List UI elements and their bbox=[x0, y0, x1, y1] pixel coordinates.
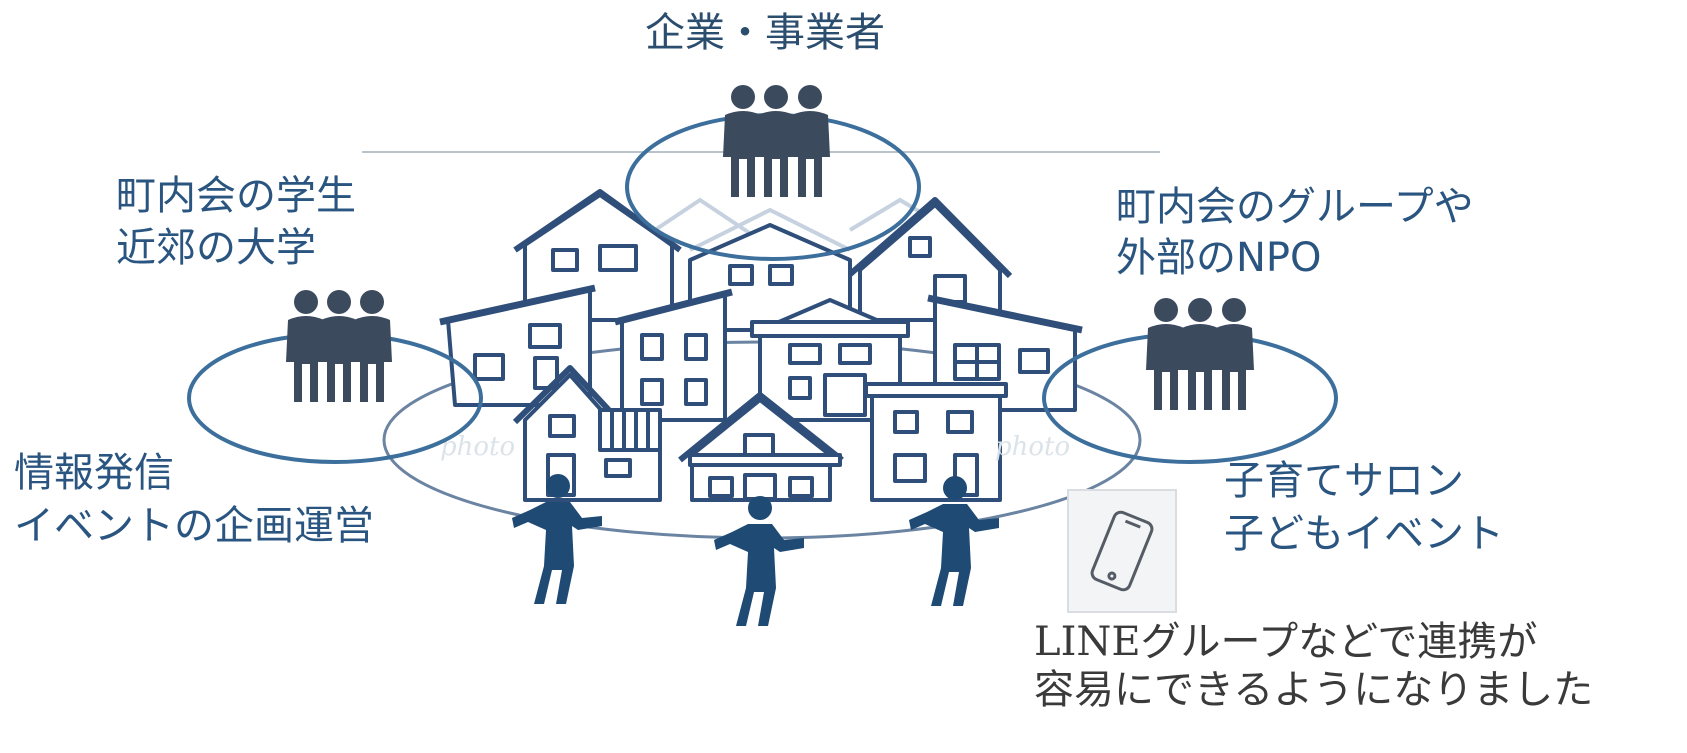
label-line: 近郊の大学 bbox=[116, 225, 316, 271]
svg-text:photo: photo bbox=[995, 432, 1070, 462]
label-line: 情報発信 bbox=[14, 450, 174, 496]
people-group-icon bbox=[723, 85, 830, 197]
label-info-events: 情報発信 イベントの企画運営 bbox=[14, 447, 374, 553]
label-line-group-note: LINEグループなどで連携が 容易にできるようになりました bbox=[1034, 618, 1593, 714]
label-childcare: 子育てサロン 子どもイベント bbox=[1224, 455, 1504, 561]
label-line: 町内会の学生 bbox=[116, 173, 356, 219]
smartphone-icon bbox=[1067, 489, 1177, 613]
label-companies: 企業・事業者 bbox=[645, 8, 885, 58]
label-line: 町内会のグループや bbox=[1116, 184, 1474, 230]
label-students: 町内会の学生 近郊の大学 bbox=[116, 170, 356, 274]
people-group-icon bbox=[286, 290, 392, 402]
label-companies-text: 企業・事業者 bbox=[645, 10, 885, 56]
watermark: photo photo bbox=[440, 432, 1070, 462]
label-line: 子育てサロン bbox=[1224, 458, 1464, 504]
label-line: 子どもイベント bbox=[1224, 510, 1504, 557]
label-line: 容易にできるようになりました bbox=[1034, 667, 1594, 713]
person-icon bbox=[714, 496, 804, 626]
label-line: LINEグループなどで連携が bbox=[1034, 619, 1538, 665]
label-line: イベントの企画運営 bbox=[14, 502, 374, 549]
label-line: 外部のNPO bbox=[1116, 235, 1322, 282]
houses-icon bbox=[439, 189, 1083, 502]
label-groups-npo: 町内会のグループや 外部のNPO bbox=[1116, 182, 1474, 284]
people-group-icon bbox=[1146, 298, 1254, 410]
